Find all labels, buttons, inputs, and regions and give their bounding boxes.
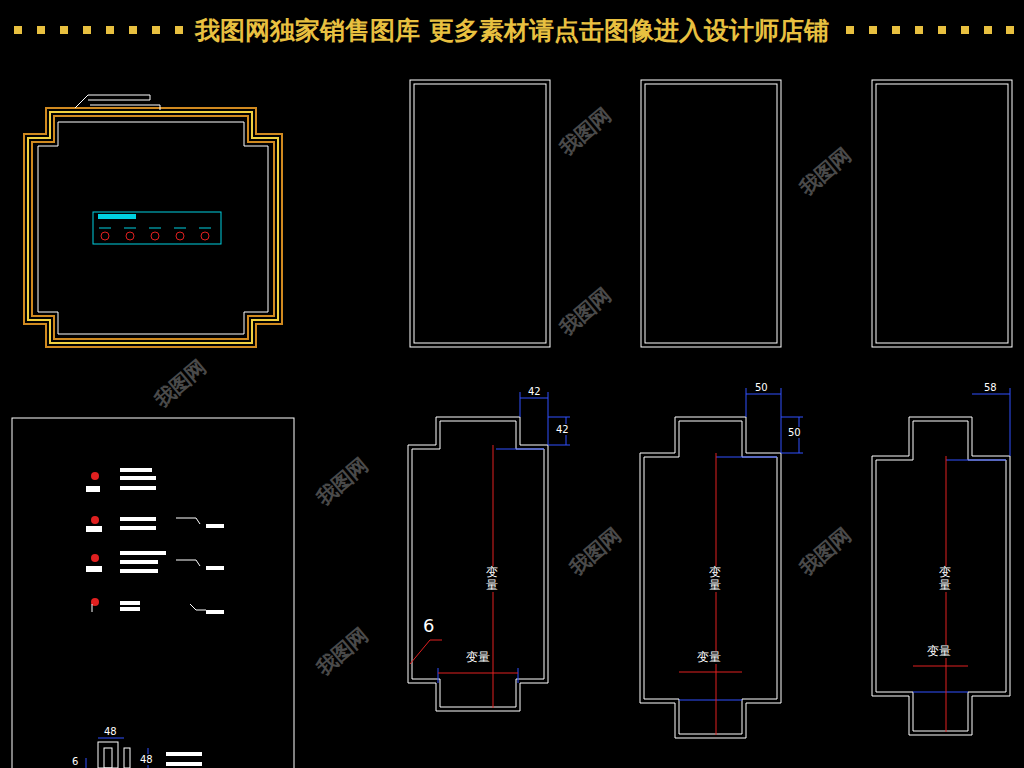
dimension-label: 变量 — [486, 566, 498, 592]
watermark: 我图网 — [555, 103, 615, 158]
watermark: 我图网 — [565, 523, 625, 578]
watermark: 我图网 — [795, 523, 855, 578]
banner-text: 我图网独家销售图库 更多素材请点击图像进入设计师店铺 — [189, 16, 835, 45]
dimension-label: 48 — [140, 754, 153, 765]
dimension-label: 42 — [556, 424, 569, 435]
dimension-label: 6 — [423, 616, 434, 636]
dimension-label: 58 — [984, 382, 997, 393]
panel-rectangles — [410, 80, 1012, 347]
watermark: 我图网 — [795, 143, 855, 198]
dimension-lines — [410, 388, 1010, 735]
watermark: 我图网 — [150, 355, 210, 410]
legend-panel — [12, 418, 294, 768]
dimension-label: 42 — [528, 386, 541, 397]
dimension-label: 48 — [104, 726, 117, 737]
dimension-label: 变量 — [466, 651, 490, 664]
dimension-label: 变量 — [927, 645, 951, 658]
dimension-label: 6 — [72, 756, 78, 767]
banner-title: 我图网独家销售图库 更多素材请点击图像进入设计师店铺 — [0, 14, 1024, 47]
dimension-label: 变量 — [709, 566, 721, 592]
dimension-label: 变量 — [939, 566, 951, 592]
watermark: 我图网 — [312, 453, 372, 508]
watermark: 我图网 — [312, 623, 372, 678]
floor-plan — [28, 95, 278, 343]
dimension-label: 50 — [755, 382, 768, 393]
dimension-label: 变量 — [697, 651, 721, 664]
watermark: 我图网 — [555, 283, 615, 338]
dimension-label: 50 — [788, 427, 801, 438]
cross-panels — [408, 417, 1010, 738]
